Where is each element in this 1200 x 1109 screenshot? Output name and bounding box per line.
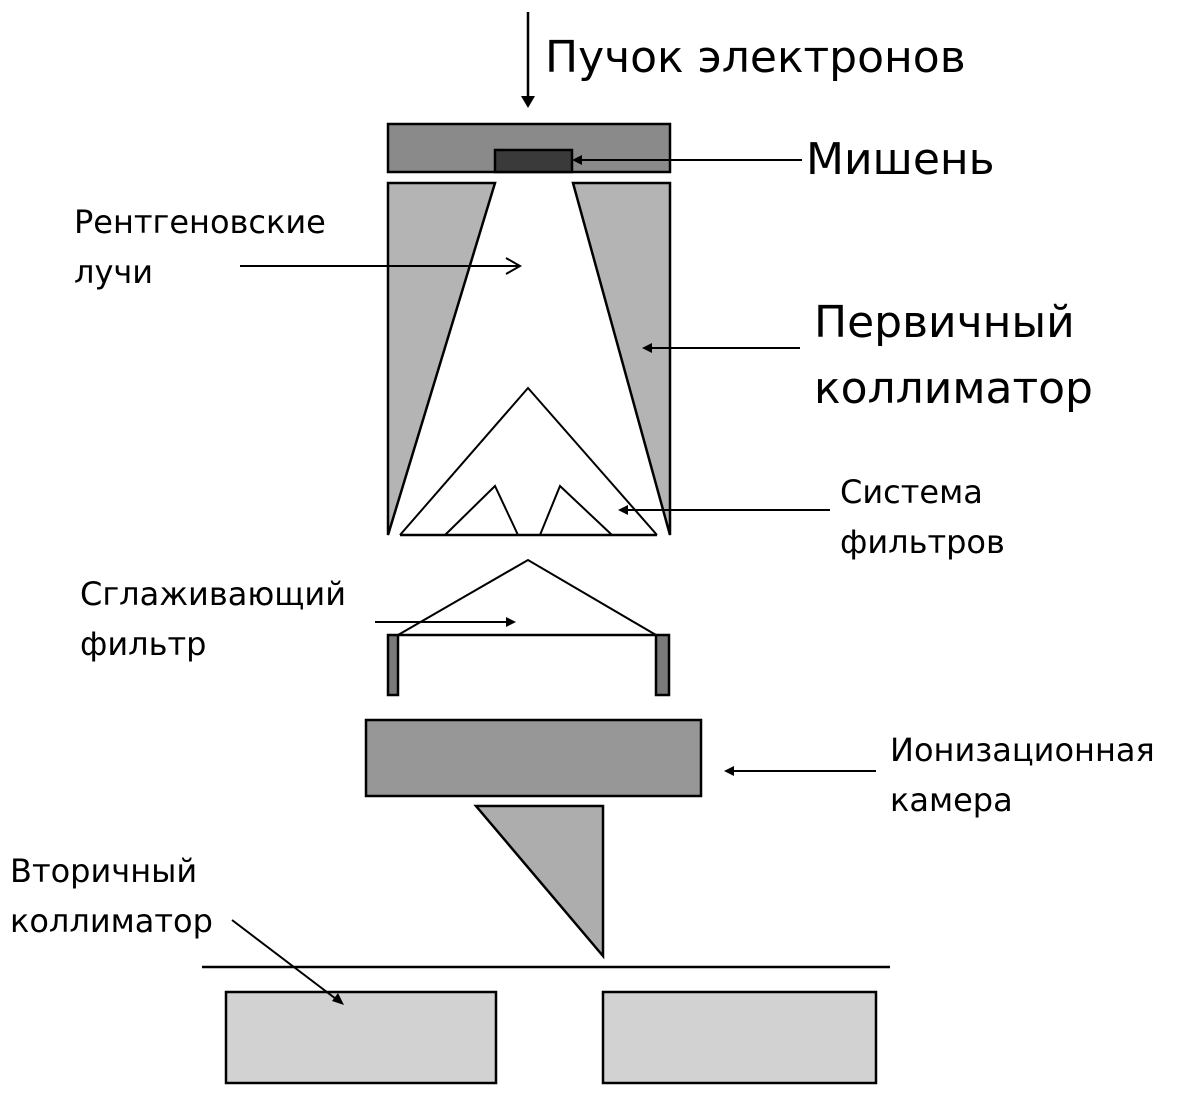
label-ion-chamber-line1: Ионизационная — [890, 731, 1155, 769]
primary-collimator-left-block — [386, 181, 497, 536]
label-secondary-collimator-line1: Вторичный — [10, 852, 197, 890]
flattening-filter-right-leg — [654, 633, 671, 697]
label-secondary-collimator-line2: коллиматор — [10, 902, 213, 940]
secondary-collimator-pointer — [231, 919, 344, 1005]
label-primary-collimator-line2: коллиматор — [814, 363, 1093, 414]
filter-system — [399, 386, 658, 537]
wedge-filter — [473, 804, 605, 960]
label-electron-beam: Пучок электронов — [545, 32, 966, 83]
flattening-filter — [386, 558, 671, 697]
secondary-collimator — [202, 965, 890, 1085]
electron-beam-arrow — [521, 12, 535, 108]
filter-system-pointer — [618, 505, 830, 515]
label-filter-system-line2: фильтров — [840, 523, 1005, 561]
primary-collimator-right-block — [571, 181, 672, 536]
label-ion-chamber-line2: камера — [890, 781, 1013, 819]
target-pointer — [572, 155, 802, 165]
label-filter-system-line1: Система — [840, 473, 983, 511]
label-xrays-line1: Рентгеновские — [74, 203, 326, 241]
xrays-pointer — [240, 257, 523, 275]
ionization-chamber — [364, 718, 703, 798]
label-flattening-filter-line2: фильтр — [80, 625, 206, 663]
label-flattening-filter-line1: Сглаживающий — [80, 575, 346, 613]
secondary-collimator-left-jaw — [224, 990, 498, 1085]
ion-chamber-pointer — [724, 766, 876, 776]
secondary-collimator-right-jaw — [601, 990, 878, 1085]
label-target: Мишень — [806, 134, 995, 185]
label-xrays-line2: лучи — [74, 253, 153, 291]
label-primary-collimator-line1: Первичный — [814, 297, 1075, 348]
target — [493, 148, 574, 174]
primary-collimator-pointer — [642, 343, 800, 353]
flattening-filter-left-leg — [386, 633, 400, 697]
primary-collimator — [386, 181, 672, 536]
flattening-filter-pointer — [375, 617, 516, 627]
